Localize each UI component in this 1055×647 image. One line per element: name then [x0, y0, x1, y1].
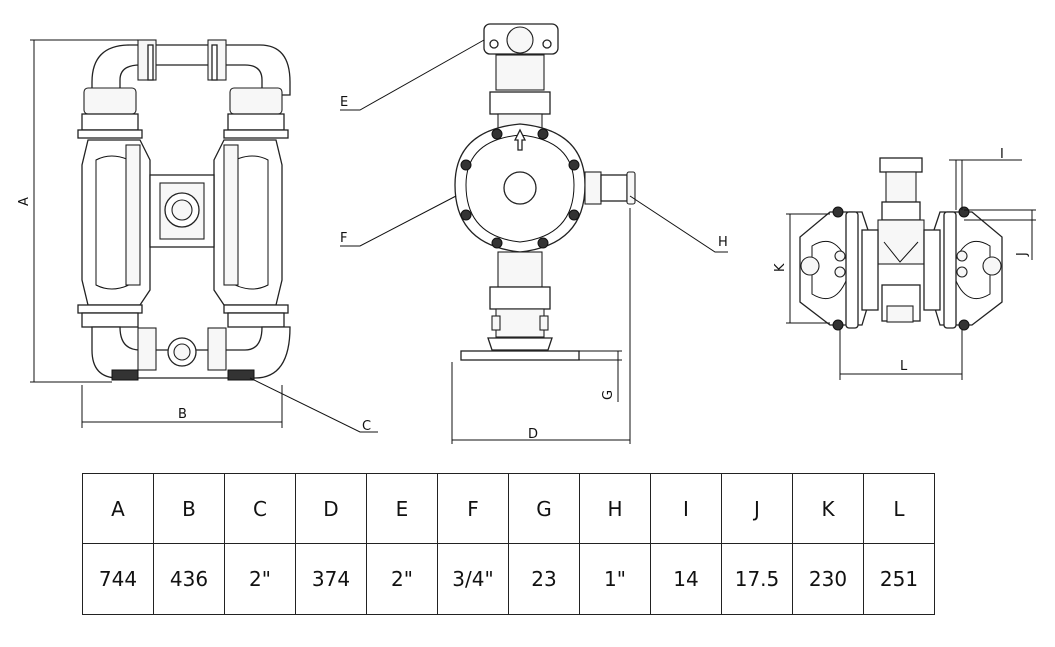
dim-header-c: C [224, 473, 296, 544]
side-view [340, 23, 728, 444]
dim-header-k: K [792, 473, 864, 544]
dimension-header-row: A B C D E F G H I J K L [82, 473, 935, 544]
front-view [30, 39, 378, 433]
dimension-table: A B C D E F G H I J K L 744 436 2" 374 2… [82, 473, 935, 615]
top-view [786, 157, 1036, 380]
dim-value-l: 251 [863, 543, 935, 615]
callout-d: D [528, 427, 538, 442]
dim-value-d: 374 [295, 543, 367, 615]
dim-value-b: 436 [153, 543, 225, 615]
dim-value-e: 2" [366, 543, 438, 615]
dim-value-c: 2" [224, 543, 296, 615]
dim-header-l: L [863, 473, 935, 544]
dim-header-d: D [295, 473, 367, 544]
dim-header-e: E [366, 473, 438, 544]
callout-i: I [1000, 147, 1004, 162]
dim-value-f: 3/4" [437, 543, 509, 615]
dim-header-f: F [437, 473, 509, 544]
dim-value-a: 744 [82, 543, 154, 615]
callout-c: C [362, 419, 371, 434]
dim-header-g: G [508, 473, 580, 544]
callout-e: E [340, 95, 348, 110]
dim-value-j: 17.5 [721, 543, 793, 615]
dim-header-i: I [650, 473, 722, 544]
dim-value-i: 14 [650, 543, 722, 615]
dim-header-a: A [82, 473, 154, 544]
callout-a: A [17, 197, 32, 206]
callout-g: G [601, 390, 616, 400]
callout-b: B [178, 407, 187, 422]
dimension-value-row: 744 436 2" 374 2" 3/4" 23 1" 14 17.5 230… [82, 543, 935, 615]
dim-header-j: J [721, 473, 793, 544]
dim-header-h: H [579, 473, 651, 544]
dim-value-k: 230 [792, 543, 864, 615]
dim-value-h: 1" [579, 543, 651, 615]
callout-k: K [773, 263, 788, 272]
callout-h: H [718, 235, 728, 250]
callout-j: J [1015, 252, 1030, 257]
callout-f: F [340, 231, 347, 246]
pump-dimension-drawing: A B C [17, 23, 1036, 444]
callout-l: L [900, 359, 908, 374]
dim-value-g: 23 [508, 543, 580, 615]
dim-header-b: B [153, 473, 225, 544]
